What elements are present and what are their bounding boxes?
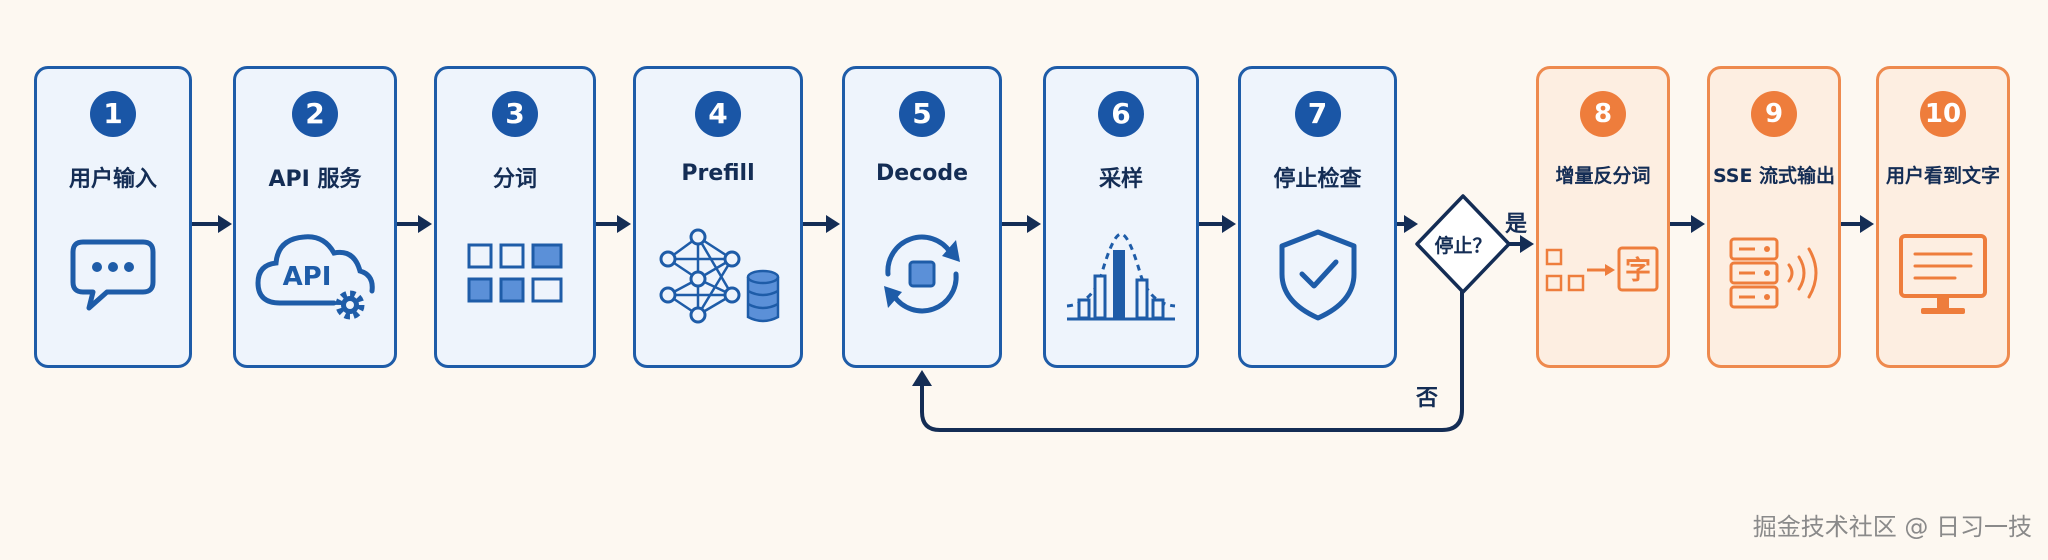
step-api-service: 2 API 服务 API xyxy=(233,66,397,368)
api-cloud-gear-icon: API xyxy=(236,219,394,329)
step-number: 8 xyxy=(1580,91,1626,137)
step-number: 6 xyxy=(1098,91,1144,137)
chat-bubble-icon xyxy=(37,219,189,329)
step-number: 2 xyxy=(292,91,338,137)
arrow-7-decision xyxy=(1397,215,1418,233)
arrow-6-7 xyxy=(1199,215,1236,233)
step-number: 1 xyxy=(90,91,136,137)
step-number: 3 xyxy=(492,91,538,137)
arrow-3-4 xyxy=(596,215,631,233)
step-stop-check: 7 停止检查 xyxy=(1238,66,1397,368)
step-tokenize: 3 分词 xyxy=(434,66,596,368)
step-label: Prefill xyxy=(681,161,755,186)
decision-label: 停止？ xyxy=(1434,235,1492,257)
step-label: 用户输入 xyxy=(68,167,157,192)
neural-network-database-icon xyxy=(636,219,800,329)
step-label: 增量反分词 xyxy=(1555,165,1651,187)
arrow-8-9 xyxy=(1670,215,1705,233)
step-sampling: 6 采样 xyxy=(1043,66,1199,368)
arrow-2-3 xyxy=(397,215,432,233)
step-decode: 5 Decode xyxy=(842,66,1002,368)
step-number: 4 xyxy=(695,91,741,137)
arrow-5-6 xyxy=(1002,215,1041,233)
server-stream-icon xyxy=(1710,219,1838,329)
step-incremental-detokenize: 8 增量反分词 字 xyxy=(1536,66,1670,368)
step-user-input: 1 用户输入 xyxy=(34,66,192,368)
arrow-1-2 xyxy=(192,215,232,233)
shield-check-icon xyxy=(1241,219,1394,329)
step-label: 采样 xyxy=(1098,167,1143,192)
step-number: 7 xyxy=(1294,91,1341,137)
watermark: 掘金技术社区 @ 日习一技 xyxy=(1752,513,2032,541)
step-label: 用户看到文字 xyxy=(1885,165,2000,187)
char-icon-text: 字 xyxy=(1625,255,1651,286)
decision-diamond xyxy=(1415,194,1511,294)
monitor-text-icon xyxy=(1879,219,2007,329)
step-label: 分词 xyxy=(492,167,537,192)
step-prefill: 4 Prefill xyxy=(633,66,803,368)
arrow-9-10 xyxy=(1841,215,1874,233)
token-grid-icon xyxy=(437,219,593,329)
loop-back-arrow xyxy=(912,290,1464,432)
step-number: 10 xyxy=(1920,91,1966,137)
api-icon-text: API xyxy=(283,262,332,292)
arrow-4-5 xyxy=(803,215,840,233)
decision-no-label: 否 xyxy=(1416,386,1439,411)
step-label: 停止检查 xyxy=(1273,167,1362,192)
refresh-cycle-icon xyxy=(845,219,999,329)
step-number: 5 xyxy=(899,91,945,137)
step-label: Decode xyxy=(875,161,968,186)
step-label: API 服务 xyxy=(268,167,362,192)
step-label: SSE 流式输出 xyxy=(1712,165,1836,187)
step-sse-stream-output: 9 SSE 流式输出 xyxy=(1707,66,1841,368)
distribution-histogram-icon xyxy=(1046,219,1196,329)
tokens-to-char-icon: 字 xyxy=(1539,219,1667,329)
step-user-sees-text: 10 用户看到文字 xyxy=(1876,66,2010,368)
step-number: 9 xyxy=(1751,91,1797,137)
decision-yes-label: 是 xyxy=(1505,212,1528,237)
